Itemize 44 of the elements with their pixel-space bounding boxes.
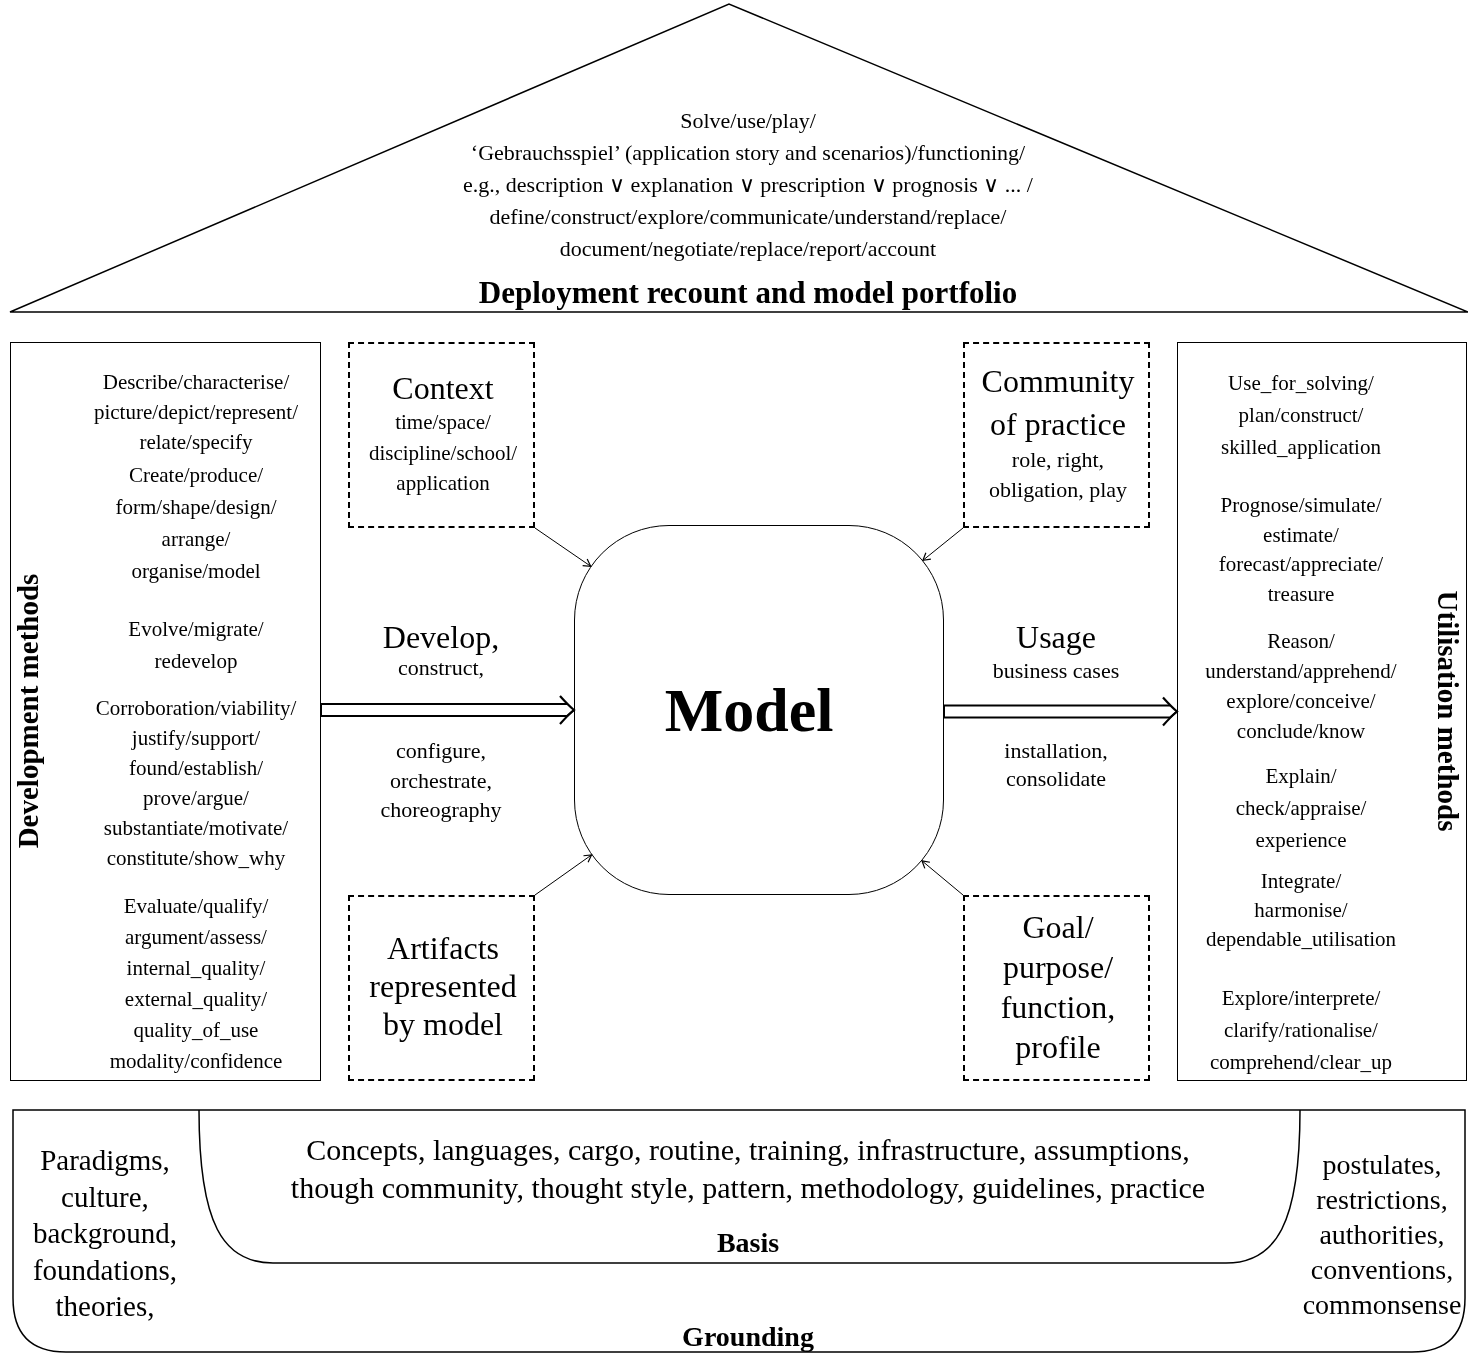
node-text: Reason/ understand/apprehend/ explore/conceive/ conclude/know	[1205, 628, 1397, 745]
basis-band	[198, 1110, 1301, 1264]
band-heading: Grounding	[682, 1322, 814, 1352]
arrow	[534, 527, 592, 567]
node-text: Create/produce/ form/shape/design/ arrange/ organise/model	[115, 462, 277, 585]
box-heading: Community of practice	[981, 362, 1135, 444]
node-text: Use_for_solving/ plan/construct/ skilled_application	[1221, 370, 1381, 461]
node-text: Explain/ check/appraise/ experience	[1235, 763, 1367, 854]
node-text: Corroboration/viability/ justify/support/ found/establish/ prove/argue/ substantiate/motivate/ constitute/show_why	[95, 695, 297, 872]
box-heading: Context	[392, 370, 494, 406]
node-text: Goal/ purpose/ function, profile	[1000, 908, 1116, 1067]
node-text: Explore/interprete/ clarify/rationalise/ comprehend/clear_up	[1210, 985, 1392, 1076]
roof-heading: Deployment recount and model portfolio	[478, 275, 1018, 311]
annotation-text: business cases	[992, 658, 1120, 684]
arrow	[922, 527, 964, 561]
node-text: time/space/ discipline/school/ application	[368, 409, 518, 497]
node-text: Describe/characterise/ picture/depict/represent/ relate/specify	[93, 369, 299, 456]
model-title: Model	[664, 675, 834, 746]
dashed-box	[348, 895, 535, 1081]
annotation-text: construct,	[397, 655, 485, 681]
band-heading: Basis	[716, 1228, 780, 1258]
methods-panel	[1177, 342, 1467, 1081]
dashed-box	[963, 895, 1150, 1081]
node-text: Integrate/ harmonise/ dependable_utilisation	[1205, 868, 1397, 953]
node-text: postulates, restrictions, authorities, conventions, commonsense	[1302, 1148, 1462, 1322]
node-text: Paradigms, culture, background, foundations, theories,	[32, 1143, 178, 1324]
node-text: Concepts, languages, cargo, routine, training, infrastructure, assumptions, though community, thought style, pattern, methodology, guidelines, practice	[290, 1132, 1206, 1206]
arrow	[534, 854, 593, 896]
methods-panel	[10, 342, 321, 1081]
node-text: Evolve/migrate/ redevelop	[128, 616, 264, 675]
roof-triangle	[10, 3, 1468, 315]
node-text: Solve/use/play/ ‘Gebrauchsspiel’ (application story and scenarios)/functioning/ e.g., description ∨ explanation ∨ prescription ∨ prognosis ∨ ... / define/construct/explore/communicate/understand/replace/ document/negotiate/replace/report/account	[463, 107, 1033, 263]
node-text: role, right, obligation, play	[988, 446, 1128, 504]
dashed-box	[963, 342, 1150, 528]
arrow	[921, 860, 964, 896]
panel-heading: Utilisation methods	[1432, 590, 1464, 832]
annotation-text: configure, orchestrate, choreography	[380, 737, 502, 824]
panel-heading: Development methods	[12, 573, 44, 849]
node-text: Evaluate/qualify/ argument/assess/ internal_quality/ external_quality/ quality_of_use modality/confidence	[109, 893, 283, 1075]
grounding-band	[12, 1108, 1466, 1354]
node-text: Artifacts represented by model	[369, 929, 517, 1043]
node-text: Prognose/simulate/ estimate/ forecast/appreciate/ treasure	[1218, 492, 1384, 608]
dashed-box	[348, 342, 535, 528]
annotation-text: installation, consolidate	[1004, 737, 1108, 793]
